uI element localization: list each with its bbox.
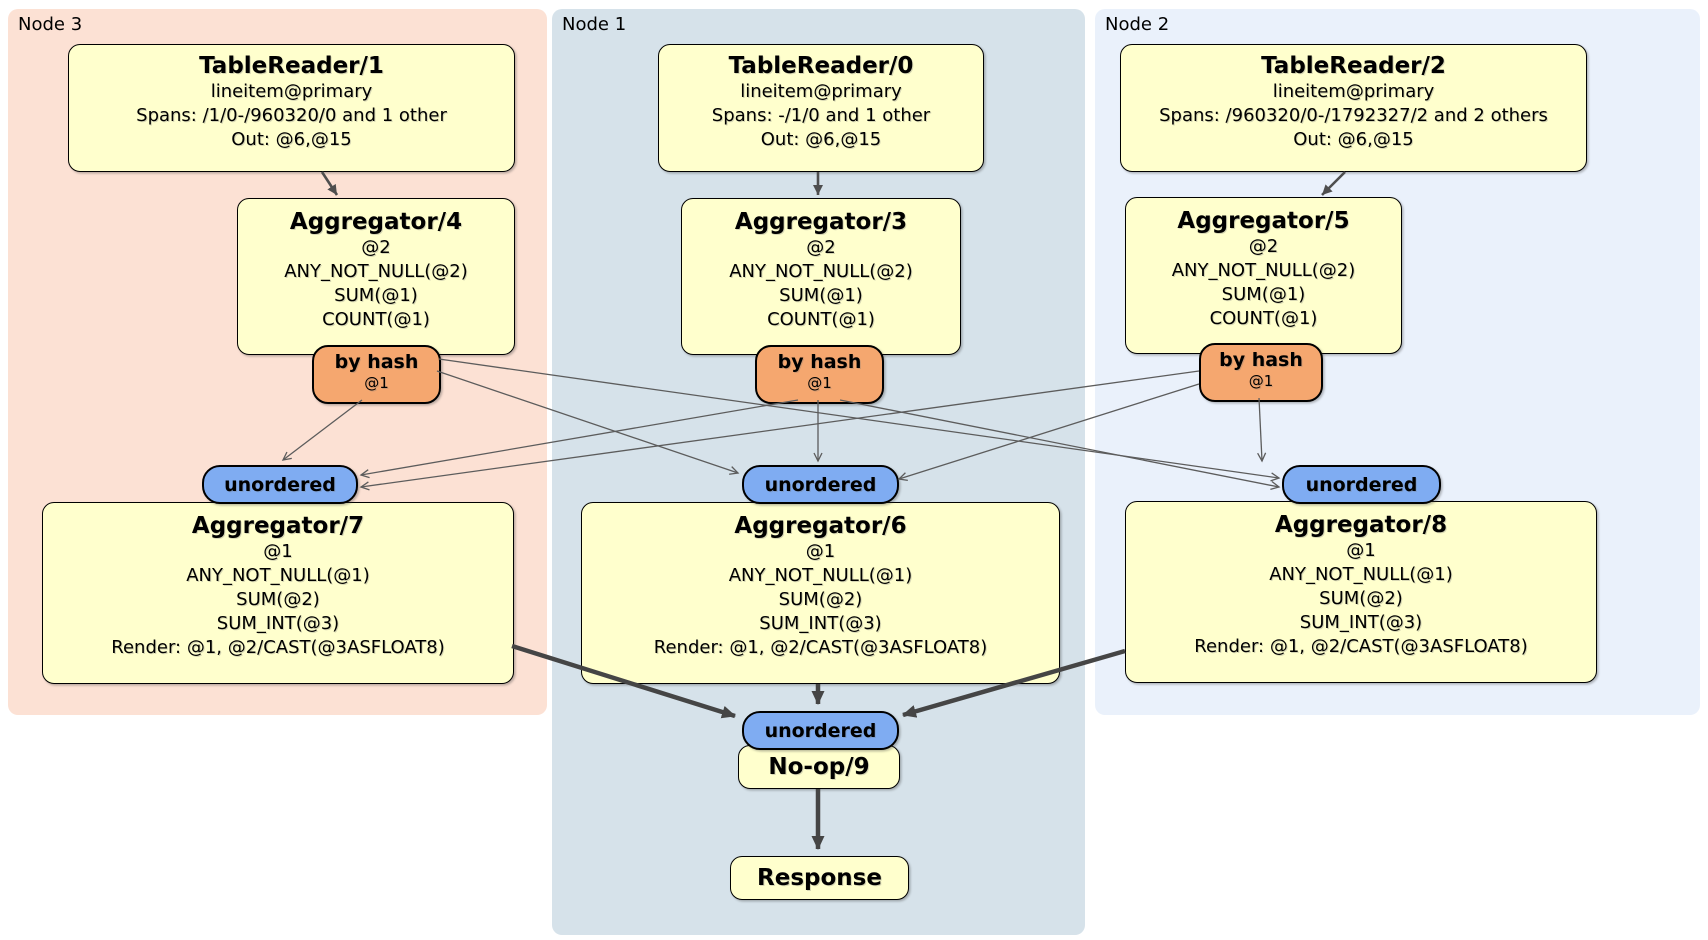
stream-label: unordered (764, 719, 877, 742)
plan-box-aggregator-7: Aggregator/7 @1 ANY_NOT_NULL(@1) SUM(@2)… (42, 502, 514, 684)
box-line: COUNT(@1) (767, 309, 875, 330)
box-line: Spans: /1/0-/960320/0 and 1 other (136, 105, 447, 126)
box-line: lineitem@primary (210, 81, 373, 102)
box-title: Aggregator/8 (1274, 512, 1448, 538)
stream-unordered-final: unordered (742, 711, 899, 750)
box-line: @1 (1346, 540, 1376, 561)
box-line: Spans: /960320/0-/1792327/2 and 2 others (1159, 105, 1548, 126)
box-line: Out: @6,@15 (1293, 129, 1414, 150)
box-line: SUM(@1) (1221, 284, 1306, 305)
box-line: COUNT(@1) (1209, 308, 1318, 329)
box-line: ANY_NOT_NULL(@2) (284, 261, 468, 282)
box-line: ANY_NOT_NULL(@2) (1171, 260, 1356, 281)
plan-box-tablereader-1: TableReader/1 lineitem@primary Spans: /1… (68, 44, 515, 172)
box-line: @2 (1248, 236, 1279, 257)
plan-box-tablereader-2: TableReader/2 lineitem@primary Spans: /9… (1120, 44, 1587, 172)
box-line: ANY_NOT_NULL(@1) (186, 565, 370, 586)
stream-unordered-node3: unordered (202, 465, 358, 504)
stream-label: unordered (764, 473, 877, 496)
box-line: Render: @1, @2/CAST(@3ASFLOAT8) (111, 637, 445, 658)
box-title: Aggregator/4 (289, 209, 463, 235)
box-line: Render: @1, @2/CAST(@3ASFLOAT8) (653, 637, 988, 658)
box-title: TableReader/0 (728, 53, 914, 79)
plan-box-aggregator-3: Aggregator/3 @2 ANY_NOT_NULL(@2) SUM(@1)… (681, 198, 961, 355)
box-title: Aggregator/6 (734, 513, 907, 539)
box-line: SUM(@1) (334, 285, 418, 306)
box-line: Render: @1, @2/CAST(@3ASFLOAT8) (1194, 636, 1528, 657)
box-line: Out: @6,@15 (231, 129, 352, 150)
stream-label: unordered (1305, 473, 1418, 496)
node1-label: Node 1 (562, 14, 627, 35)
box-line: Spans: -/1/0 and 1 other (711, 105, 931, 126)
plan-box-aggregator-6: Aggregator/6 @1 ANY_NOT_NULL(@1) SUM(@2)… (581, 502, 1060, 684)
box-line: ANY_NOT_NULL(@1) (728, 565, 913, 586)
box-line: SUM(@1) (779, 285, 863, 306)
router-by-hash-node3: by hash @1 (312, 345, 441, 404)
node3-label: Node 3 (18, 14, 83, 35)
box-line: lineitem@primary (1272, 81, 1435, 102)
plan-box-noop-9: No-op/9 (738, 745, 900, 789)
router-label: by hash (777, 351, 862, 373)
box-line: @1 (263, 541, 293, 562)
box-title: Aggregator/7 (191, 513, 365, 539)
box-line: ANY_NOT_NULL(@2) (729, 261, 913, 282)
plan-box-response: Response (730, 856, 909, 900)
box-line: SUM(@2) (236, 589, 320, 610)
box-line: COUNT(@1) (322, 309, 430, 330)
box-title: TableReader/1 (199, 53, 384, 79)
router-sublabel: @1 (807, 374, 832, 392)
stream-unordered-node2: unordered (1282, 465, 1441, 504)
box-line: @2 (361, 237, 391, 258)
node2-label: Node 2 (1105, 14, 1170, 35)
box-line: SUM(@2) (1319, 588, 1403, 609)
box-title: No-op/9 (768, 753, 870, 780)
plan-box-aggregator-5: Aggregator/5 @2 ANY_NOT_NULL(@2) SUM(@1)… (1125, 197, 1402, 354)
box-line: ANY_NOT_NULL(@1) (1269, 564, 1453, 585)
box-title: Aggregator/5 (1177, 208, 1350, 234)
box-line: lineitem@primary (740, 81, 902, 102)
box-line: SUM_INT(@3) (759, 613, 882, 634)
plan-box-tablereader-0: TableReader/0 lineitem@primary Spans: -/… (658, 44, 984, 172)
box-title: TableReader/2 (1261, 53, 1446, 79)
stream-label: unordered (224, 473, 336, 496)
box-line: SUM(@2) (778, 589, 863, 610)
plan-box-aggregator-4: Aggregator/4 @2 ANY_NOT_NULL(@2) SUM(@1)… (237, 198, 515, 355)
router-by-hash-node1: by hash @1 (755, 345, 884, 404)
router-by-hash-node2: by hash @1 (1199, 343, 1323, 402)
plan-box-aggregator-8: Aggregator/8 @1 ANY_NOT_NULL(@1) SUM(@2)… (1125, 501, 1597, 683)
box-line: Out: @6,@15 (760, 129, 882, 150)
router-sublabel: @1 (1248, 372, 1274, 390)
box-line: SUM_INT(@3) (1299, 612, 1423, 633)
box-title: Response (757, 864, 882, 891)
router-label: by hash (1219, 349, 1303, 371)
router-label: by hash (334, 351, 419, 373)
box-line: @2 (806, 237, 836, 258)
box-title: Aggregator/3 (734, 209, 908, 235)
router-sublabel: @1 (364, 374, 389, 392)
box-line: @1 (805, 541, 836, 562)
box-line: SUM_INT(@3) (216, 613, 340, 634)
stream-unordered-node1: unordered (742, 465, 899, 504)
